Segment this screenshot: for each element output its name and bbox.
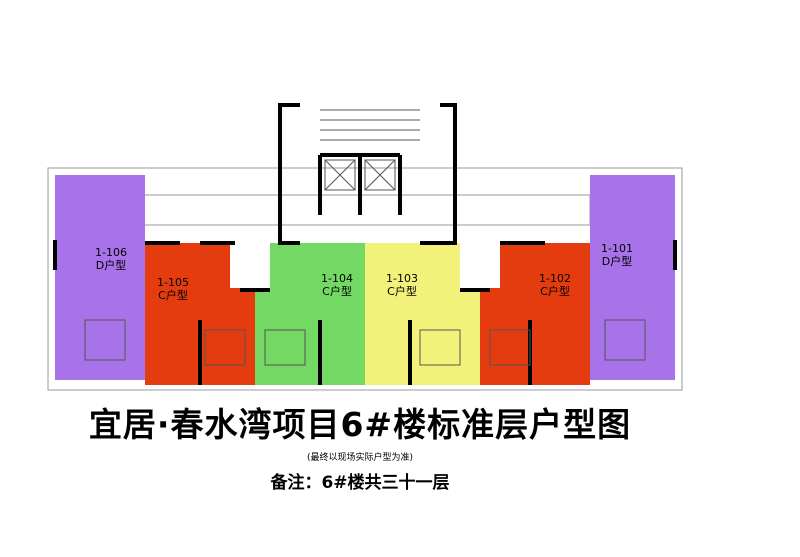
unit-type: D户型 xyxy=(601,255,633,268)
unit-number: 1-104 xyxy=(321,272,353,285)
unit-type: C户型 xyxy=(322,285,352,298)
light-well xyxy=(460,243,500,288)
remark: 备注：6#楼共三十一层 xyxy=(270,473,450,493)
unit-number: 1-105 xyxy=(157,276,189,289)
unit-number: 1-101 xyxy=(601,242,633,255)
light-well xyxy=(230,243,270,288)
unit-1-101-area xyxy=(590,175,675,380)
unit-number: 1-102 xyxy=(539,272,571,285)
core-walls xyxy=(53,103,677,385)
unit-type: C户型 xyxy=(387,285,417,298)
interior-lines xyxy=(84,109,646,366)
unit-number: 1-103 xyxy=(386,272,418,285)
unit-number: 1-106 xyxy=(95,246,127,259)
page-title: 宜居·春水湾项目6#楼标准层户型图 xyxy=(88,405,632,444)
unit-1-104-area xyxy=(255,243,365,385)
unit-type: C户型 xyxy=(158,289,188,302)
unit-type: C户型 xyxy=(540,285,570,298)
unit-type: D户型 xyxy=(95,259,127,272)
disclaimer-note: (最终以现场实际户型为准) xyxy=(306,453,414,463)
unit-1-106-area xyxy=(55,175,145,380)
